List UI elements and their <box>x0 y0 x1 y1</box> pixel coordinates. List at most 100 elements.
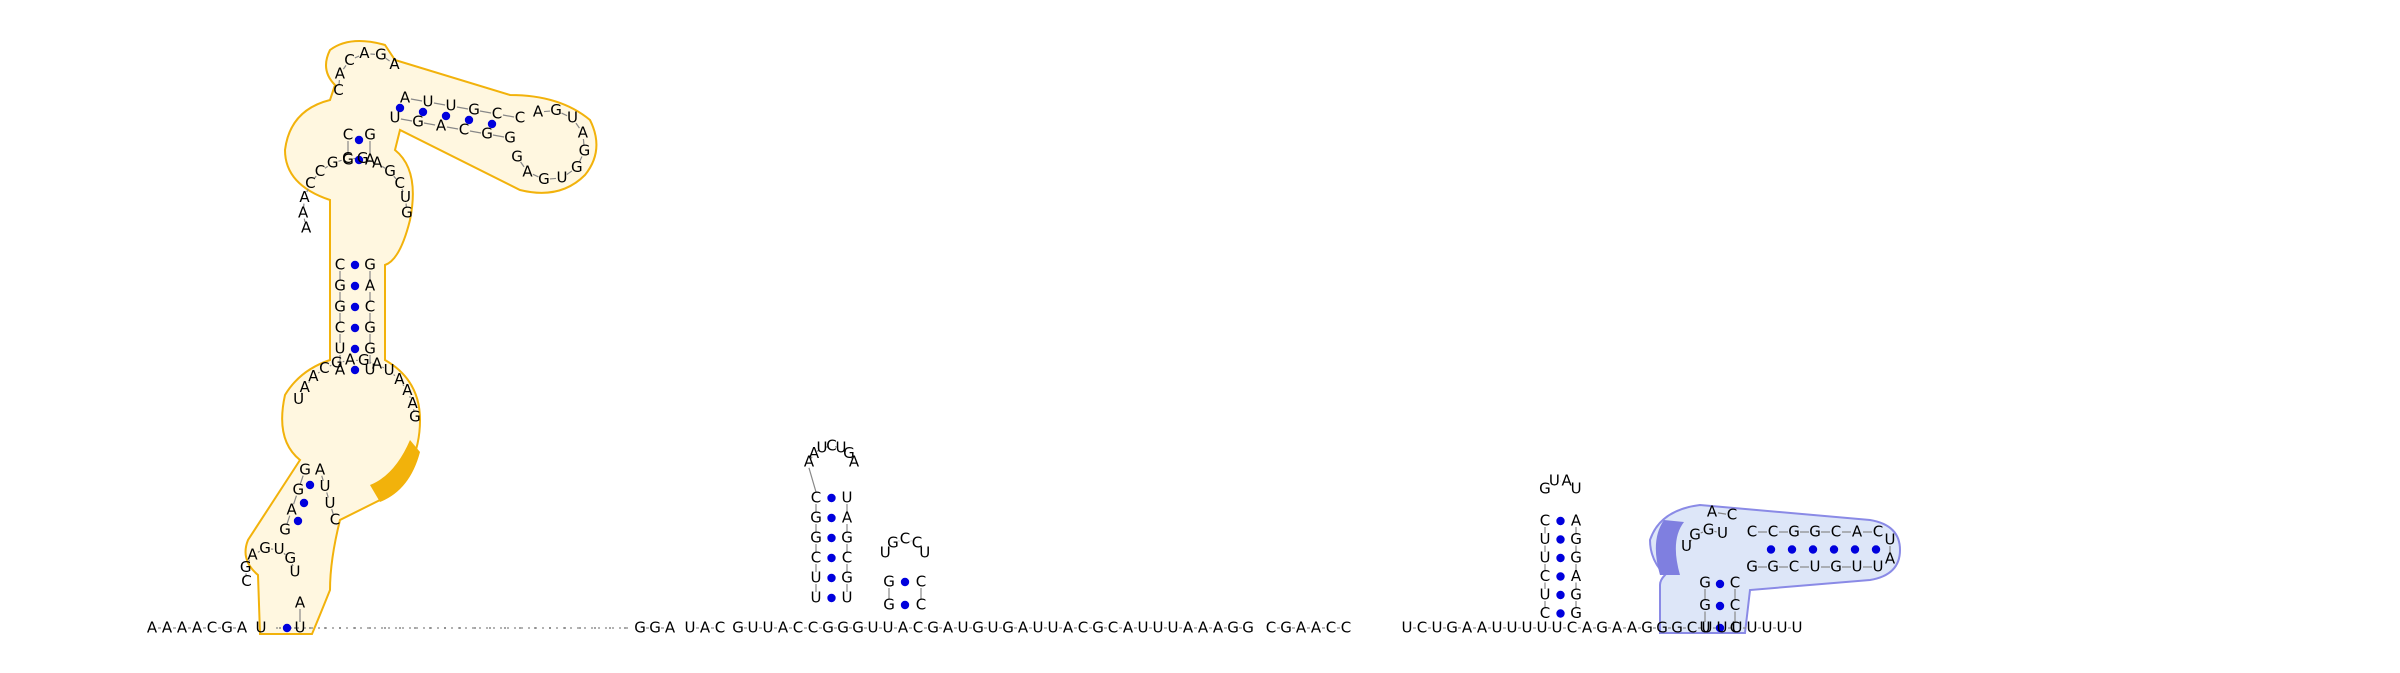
base-pair-dot <box>350 365 360 375</box>
linker-dot <box>384 627 386 629</box>
backbone-link <box>520 161 525 168</box>
domain-1-loop-bottom: C <box>241 572 251 590</box>
base-mid2: G <box>1002 619 1014 637</box>
base-pair-dot <box>464 115 474 125</box>
backbone-link <box>385 57 390 62</box>
base-pair-dot <box>487 119 497 129</box>
domain-1-loop-upper: C <box>305 174 315 192</box>
backbone-link <box>313 175 317 180</box>
backbone-link <box>446 126 459 130</box>
domain-1-loop-upper: A <box>298 203 309 221</box>
domain-1-arm-bottom: A <box>436 117 447 135</box>
hairpin-b-loop: U <box>880 543 891 561</box>
base-pair-dot <box>1556 553 1565 563</box>
backbone-link <box>409 396 411 399</box>
hairpin-a-loop: U <box>817 438 828 456</box>
base-mid2: A <box>898 619 909 637</box>
domain-1-loop-lower: A <box>407 394 418 412</box>
base-mid2: A <box>1063 619 1074 637</box>
domain-1-loop-upper: G <box>401 203 413 221</box>
backbone-link <box>1714 530 1717 533</box>
backbone-link <box>300 392 303 395</box>
base-pair-dot <box>299 498 309 508</box>
domain-1-loop-upper: G <box>384 162 396 180</box>
hairpin-c-loop: U <box>1549 472 1560 490</box>
base-mid2: A <box>1213 619 1224 637</box>
base-mid2: G <box>732 619 744 637</box>
backbone-link <box>575 122 580 129</box>
hairpin-a-right: A <box>842 509 853 527</box>
base-mid2: G <box>837 619 849 637</box>
backbone-link <box>469 130 482 134</box>
domain-1-loop-bottom: U <box>289 562 300 580</box>
backbone-link <box>1717 512 1727 515</box>
backbone-link <box>502 114 515 118</box>
hairpin-a-right: U <box>842 489 853 507</box>
linker-dot <box>399 627 401 629</box>
backbone-link <box>582 138 585 146</box>
domain-1-diag-left: G <box>299 461 311 479</box>
domain-2-stem-right: C <box>1730 574 1740 592</box>
hairpin-c-right: G <box>1570 586 1582 604</box>
domain-1-diag-right: C <box>330 511 340 529</box>
base-pair-dot <box>827 553 836 563</box>
linker-dot <box>549 627 551 629</box>
backbone-link <box>326 492 329 498</box>
domain-1-arm-bottom: G <box>481 125 493 143</box>
base-mid2: U <box>763 619 774 637</box>
domain-2-arm-top: C <box>1747 523 1757 541</box>
domain-2-arm-top: G <box>1809 523 1821 541</box>
base-tail: U <box>1732 619 1743 637</box>
hairpin-b-left: G <box>883 573 895 591</box>
hairpin-b-loop: G <box>887 533 899 551</box>
base-tail: C <box>1687 619 1697 637</box>
hairpin-a-right: G <box>841 529 853 547</box>
domain-2-stem-left: U <box>1700 619 1711 637</box>
base-mid2: U <box>883 619 894 637</box>
backbone-link <box>368 159 372 162</box>
domain-1-arm-root-left: G <box>342 151 354 169</box>
backbone-link <box>578 156 583 163</box>
hairpin-b-right: C <box>916 596 926 614</box>
backbone-link <box>381 165 386 169</box>
backbone-link <box>492 134 505 138</box>
backbone-link <box>338 159 342 162</box>
base-tail: G <box>1596 619 1608 637</box>
domain-2-loop-left: G <box>1689 525 1701 543</box>
base-mid2: G <box>822 619 834 637</box>
domain-1-arm-top: C <box>492 105 502 123</box>
backbone-link <box>382 366 385 369</box>
base-tail: A <box>1627 619 1638 637</box>
backbone-link <box>299 475 304 485</box>
base-pair-dot <box>418 107 428 117</box>
linker-dot <box>354 627 356 629</box>
backbone-link <box>810 456 813 459</box>
domain-1-stem-left: G <box>334 298 346 316</box>
base-five-prime: C <box>207 619 217 637</box>
domain-1-arm-bottom: C <box>459 121 469 139</box>
base-mid2: U <box>958 619 969 637</box>
base-five-prime: A <box>147 619 158 637</box>
backbone-link <box>479 110 492 114</box>
base-tail: U <box>1762 619 1773 637</box>
base-mid2: U <box>1168 619 1179 637</box>
base-mid2: U <box>748 619 759 637</box>
domain-1-loop-upper: G <box>357 149 369 167</box>
base-tail: G <box>1671 619 1683 637</box>
backbone-link <box>410 98 423 102</box>
backbone-link <box>543 110 551 113</box>
domain-1-top-loop: A <box>359 44 370 62</box>
base-pair-dot <box>350 323 360 333</box>
domain-1-stem-left: A <box>335 361 346 379</box>
base-mid3: C <box>1326 619 1336 637</box>
domain-1-arm-bottom: U <box>390 109 401 127</box>
domain-1-stem-left: C <box>335 319 345 337</box>
base-pair-dot <box>827 533 836 543</box>
domain-1-loop-bottom: A <box>247 546 258 564</box>
linker-dot <box>504 627 506 629</box>
linker-dot <box>339 627 341 629</box>
domain-1-arm-loop: U <box>567 109 578 127</box>
backbone-link <box>808 467 817 493</box>
backbone-link <box>402 384 405 387</box>
